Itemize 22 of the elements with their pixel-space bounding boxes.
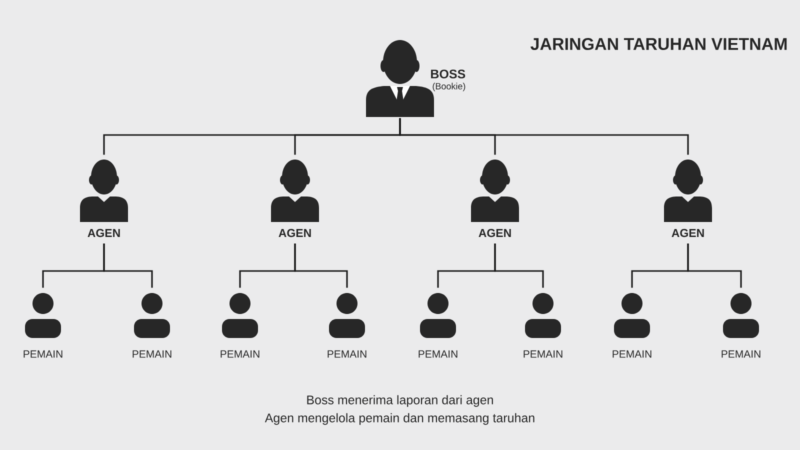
connector-line [103, 243, 153, 288]
node-label: PEMAIN [722, 350, 760, 358]
node-label: PEMAIN [418, 350, 458, 358]
node-label: PEMAIN [612, 350, 652, 358]
node-label: AGEN [278, 228, 311, 238]
node-label: (Bookie) [432, 82, 466, 92]
node-label: PEMAIN [328, 350, 366, 358]
connector-line [687, 243, 742, 288]
connector-line [294, 243, 348, 288]
node-label: BOSS [431, 70, 466, 78]
connector-line [494, 243, 544, 288]
node-label: PEMAIN [220, 350, 260, 358]
node-label: AGEN [478, 228, 511, 238]
note-text: Boss menerima laporan dari agen [307, 395, 493, 407]
title: JARINGAN TARUHAN VIETNAM [530, 38, 787, 50]
node-label: AGEN [672, 228, 704, 238]
note-text: Agen mengelola pemain dan memasang taruhan [264, 413, 534, 425]
node-label: AGEN [88, 228, 120, 238]
connector-line [399, 118, 689, 155]
node-label: PEMAIN [24, 350, 62, 358]
node-label: PEMAIN [132, 350, 172, 358]
node-label: PEMAIN [524, 350, 562, 358]
